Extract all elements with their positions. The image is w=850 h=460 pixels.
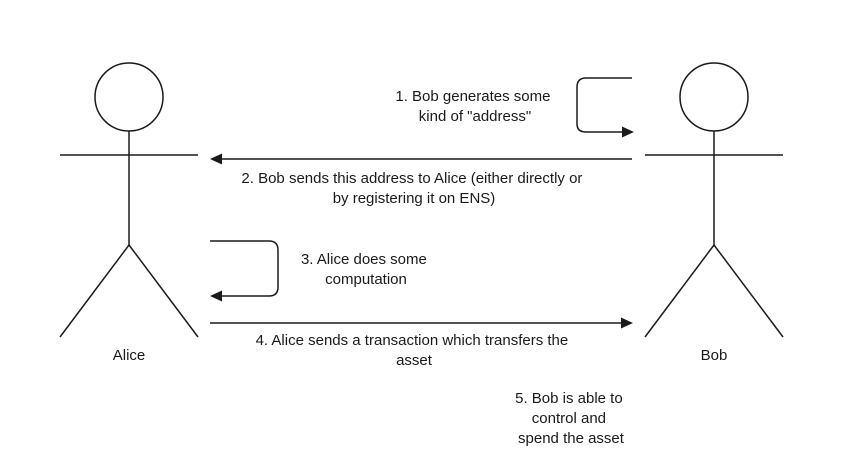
step-5-label: 5. Bob is able to control and spend the … [515,390,627,447]
alice-left-leg [59,244,130,338]
alice-head [94,62,164,132]
step-1-self-loop-arrow [576,77,634,138]
step-2-arrow-bob-to-alice [210,153,632,165]
actor-label-alice: Alice [113,347,146,364]
actor-bob-figure [644,62,784,338]
step-2-label: 2. Bob sends this address to Alice (eith… [241,170,586,207]
step-3-label: 3. Alice does some computation [301,251,431,288]
step-2-arrowhead [210,153,222,165]
bob-left-leg [644,244,715,338]
step-1-label: 1. Bob generates some kind of "address" [395,88,554,125]
step-3-self-loop-arrow [210,240,279,302]
step-4-arrowhead [621,317,633,329]
alice-right-leg [128,244,199,338]
step-4-arrow-alice-to-bob [210,317,633,329]
step-3-arrowhead [210,290,222,302]
step-4-label: 4. Alice sends a transaction which trans… [256,332,573,369]
bob-head [679,62,749,132]
actor-alice-figure [59,62,199,338]
actor-label-bob: Bob [701,347,728,364]
bob-right-leg [713,244,784,338]
step-1-arrowhead [622,126,634,138]
